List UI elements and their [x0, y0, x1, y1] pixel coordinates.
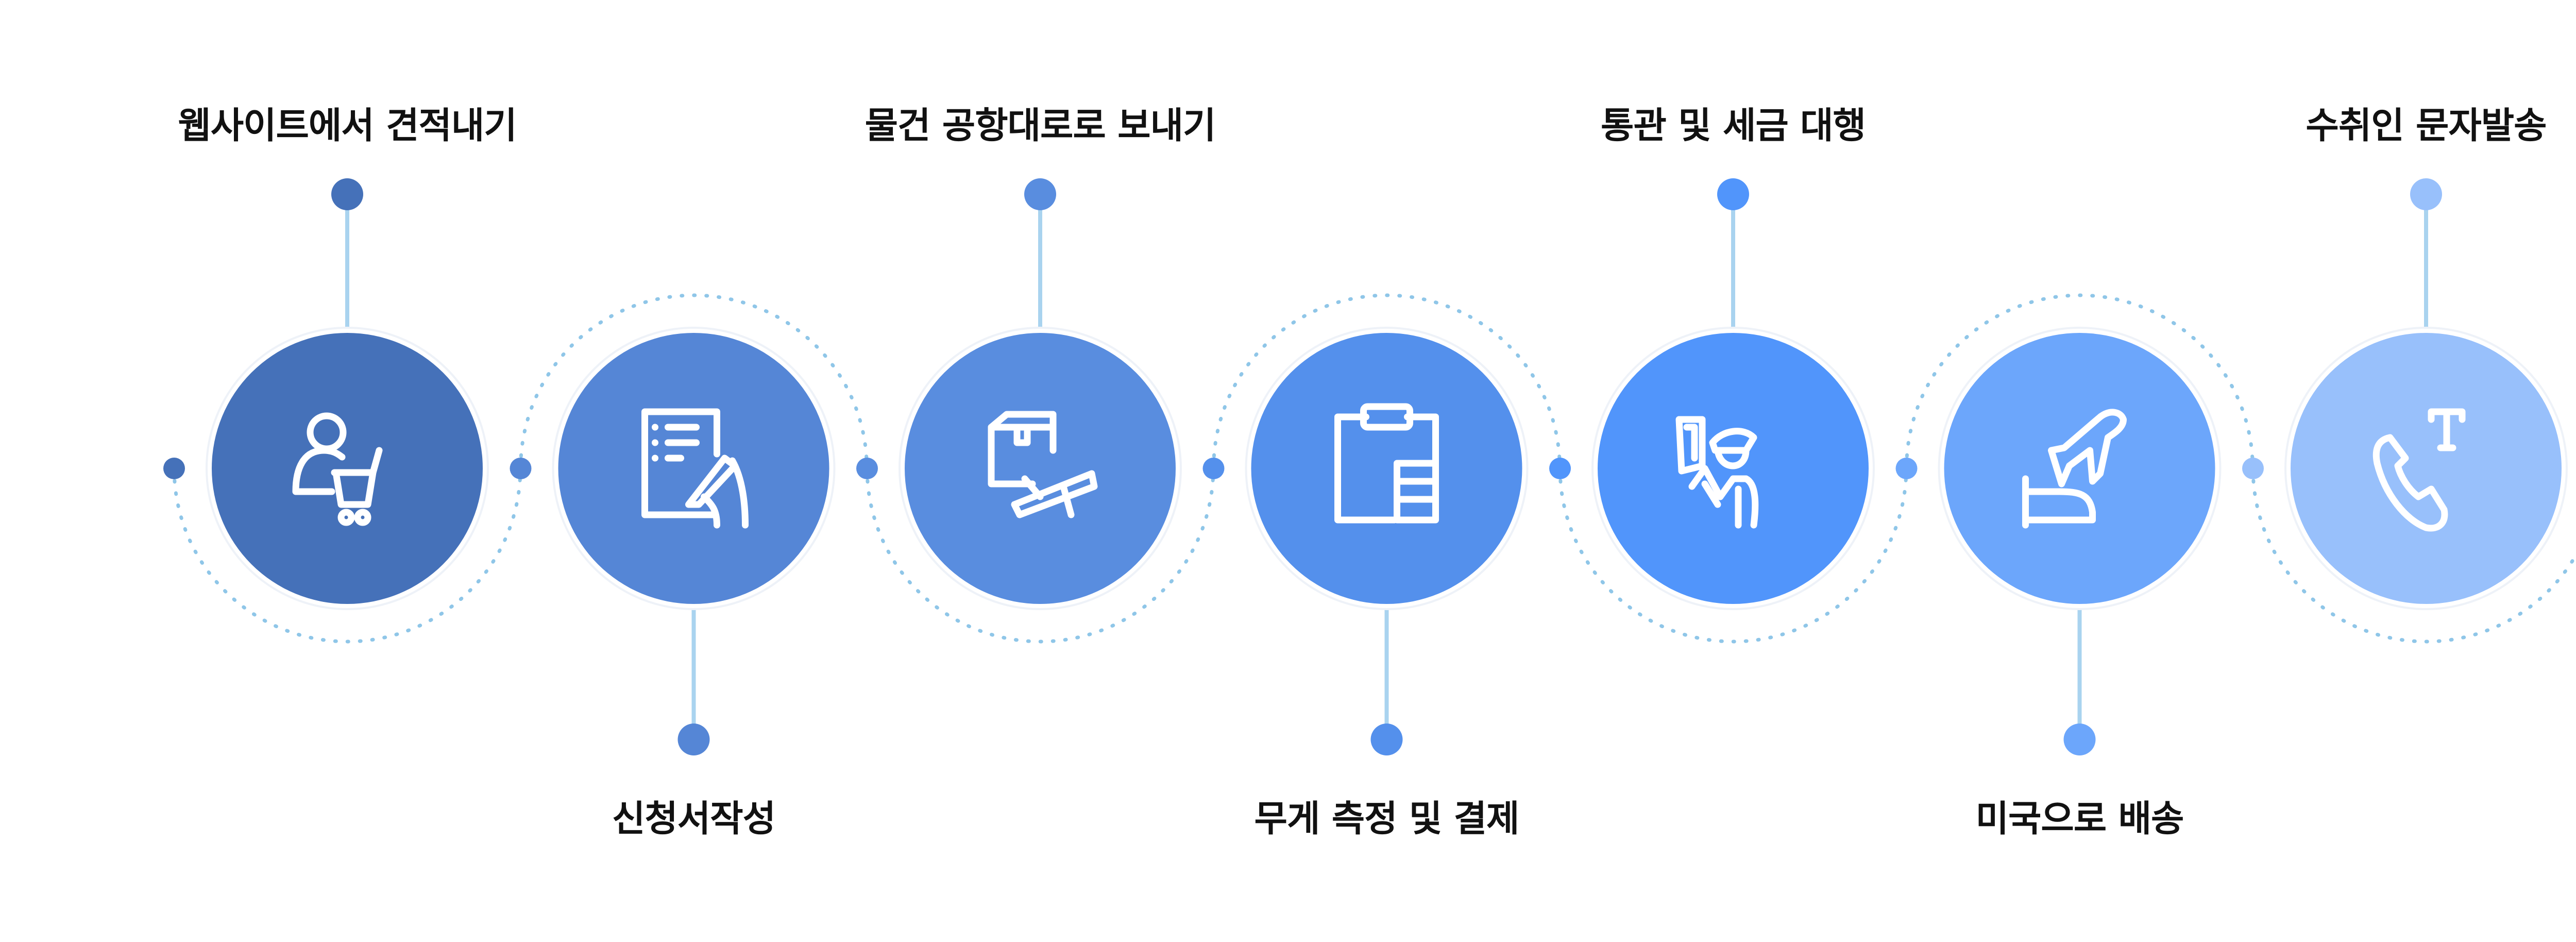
connector-dot-3 [1024, 178, 1056, 210]
user-cart-icon [292, 412, 383, 526]
step-label-3: 물건 공항대로로 보내기 [865, 104, 1216, 147]
step-label-2: 신청서작성 [612, 797, 776, 840]
customs-officer-icon [1675, 416, 1759, 529]
dashed-arc-7 [2251, 466, 2576, 644]
step-circle-7 [2291, 333, 2562, 604]
dashed-arc-5 [1558, 466, 1908, 644]
step-circle-2 [558, 333, 829, 604]
clipboard-icon [1334, 403, 1439, 524]
package-airplane-icon [988, 411, 1098, 518]
dashed-arc-4 [1212, 293, 1562, 470]
step-circle-1 [212, 333, 483, 604]
form-signing-icon [641, 408, 749, 529]
side-node-dot [2242, 458, 2264, 479]
step-label-4: 무게 측정 및 결제 [1254, 797, 1520, 840]
connector-dot-4 [1370, 724, 1403, 755]
side-node-dot [1202, 458, 1225, 479]
connector-dot-7 [2410, 178, 2442, 210]
dashed-arc-2 [519, 293, 869, 470]
connector-dot-5 [1717, 178, 1749, 210]
side-node-dot [163, 458, 185, 479]
step-label-1: 웹사이트에서 견적내기 [178, 104, 517, 147]
dashed-arc-6 [1905, 293, 2255, 470]
side-node-dot [1549, 458, 1571, 479]
step-label-6: 미국으로 배송 [1975, 797, 2184, 840]
side-node-dot [1895, 458, 1918, 479]
phone-text-icon [2372, 408, 2466, 532]
connector-dot-6 [2063, 724, 2096, 755]
step-circle-6 [1944, 333, 2215, 604]
side-node-dot [510, 458, 532, 479]
dashed-arc-3 [865, 466, 1215, 644]
connector-dot-1 [331, 178, 363, 210]
connector-dot-2 [677, 724, 710, 755]
step-circle-3 [905, 333, 1176, 604]
step-label-5: 통관 및 세금 대행 [1601, 104, 1866, 147]
side-node-dot [856, 458, 878, 479]
dashed-arc-1 [172, 466, 522, 644]
step-label-7: 수취인 문자발송 [2306, 104, 2547, 147]
step-circle-4 [1251, 333, 1522, 604]
airplane-hand-icon [2022, 409, 2127, 529]
